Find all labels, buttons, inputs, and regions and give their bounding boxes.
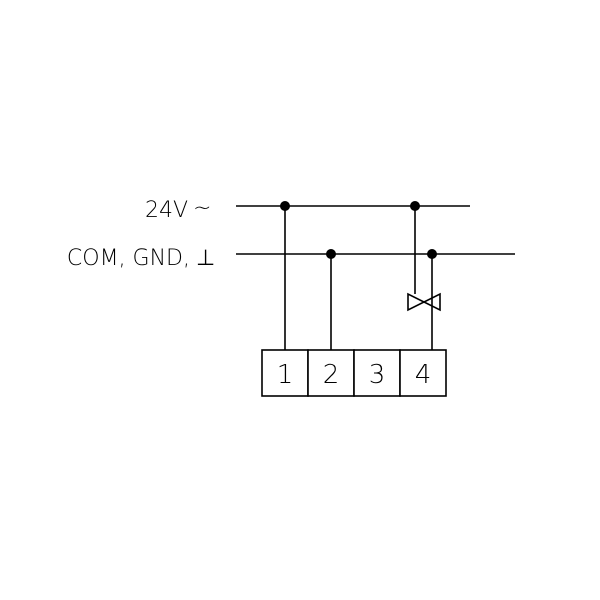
terminal-2 (307, 349, 355, 397)
terminal-4-label: 4 (415, 360, 432, 390)
junction-dot (280, 201, 290, 211)
terminal-1 (261, 349, 309, 397)
junction-dot (427, 249, 437, 259)
valve-icon (407, 292, 441, 312)
ac-symbol: ~ (193, 196, 211, 221)
junction-dot (410, 201, 420, 211)
terminal-block: 1 2 3 4 (261, 349, 447, 397)
terminal-3-label: 3 (369, 360, 386, 390)
terminal-4 (399, 349, 447, 397)
supply-rail-label: 24V (145, 198, 188, 223)
terminal-2-label: 2 (323, 360, 340, 390)
common-rail-label: COM, GND, (67, 246, 190, 271)
terminal-1-label: 1 (277, 360, 294, 390)
junction-dot (326, 249, 336, 259)
ground-symbol: ⊥ (196, 246, 215, 271)
